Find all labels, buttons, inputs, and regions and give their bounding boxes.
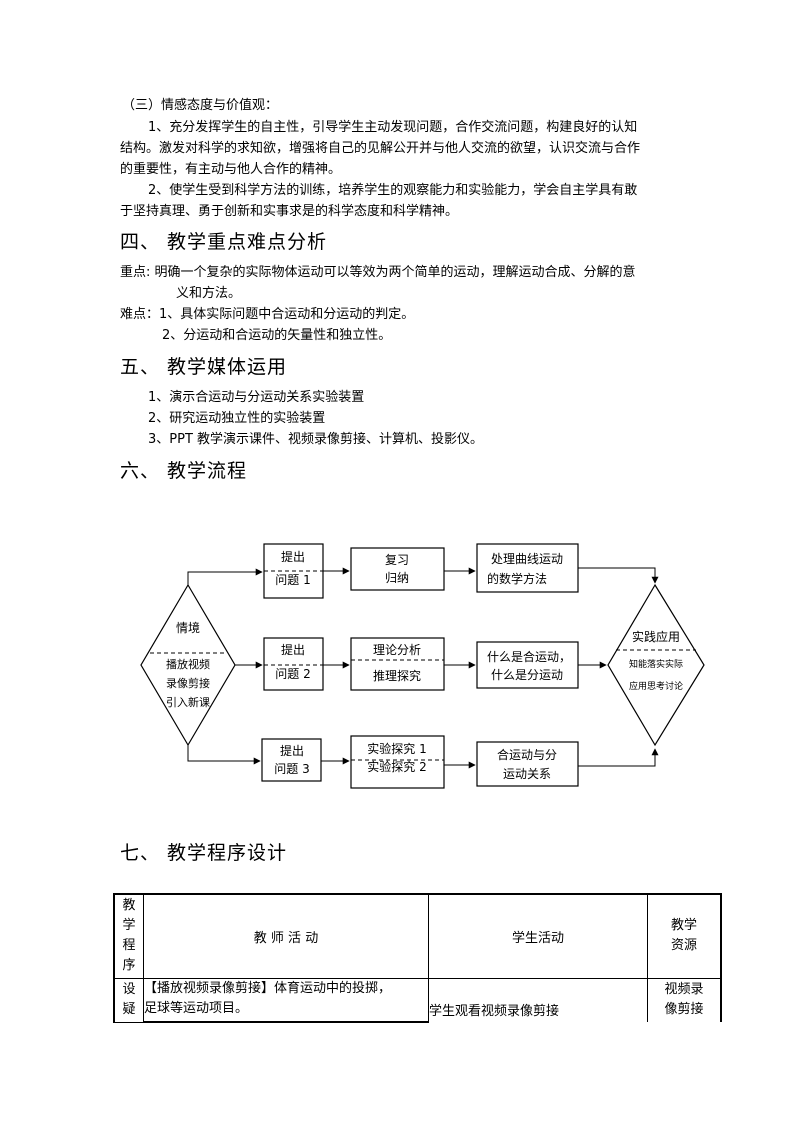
- section3-p1-line1: 1、充分发挥学生的自主性，引导学生主动发现问题，合作交流问题，构建良好的认知: [148, 120, 638, 135]
- flow-arrow-r3-end: [578, 748, 659, 767]
- row1-student: 学生观看视频录像剪接: [428, 977, 648, 1022]
- section3-p1-line2: 结构。激发对科学的求知欲，增强将自己的见解公开并与他人交流的欲望，认识交流与合作: [120, 141, 641, 156]
- table-header-row: 教 学 程 序 教 师 活 动 学生活动 教学 资源: [113, 893, 722, 979]
- row1-teacher: 【播放视频录像剪接】体育运动中的投掷， 足球等运动项目。: [143, 977, 429, 1023]
- section3-p2-line2: 于坚持真理、勇于创新和实事求是的科学态度和科学精神。: [120, 204, 459, 219]
- flow-question-3: 提出 问题 3: [261, 738, 322, 782]
- flow-middle-1: 复习 归纳: [350, 547, 445, 591]
- flow-end-line2: 应用思考讨论: [629, 680, 683, 692]
- flow-start-line1: 播放视频: [166, 657, 210, 671]
- row1-stage: 设 疑: [113, 977, 144, 1023]
- flow-end-line1: 知能落实实际: [629, 658, 683, 670]
- flow-q1-top: 提出: [281, 549, 305, 564]
- section3-heading: （三）情感态度与价值观：: [122, 98, 279, 113]
- flow-r1-top: 处理曲线运动: [491, 552, 563, 566]
- flow-m1-top: 复习: [385, 553, 409, 567]
- difficulty-line1: 难点：1、具体实际问题中合运动和分运动的判定。: [120, 307, 415, 322]
- flow-end-title: 实践应用: [632, 629, 680, 644]
- table-row: 设 疑 【播放视频录像剪接】体育运动中的投掷， 足球等运动项目。 学生观看视频录…: [113, 977, 722, 1023]
- flow-question-2: 提出 问题 2: [263, 637, 324, 691]
- flow-q3-bottom: 问题 3: [274, 762, 309, 776]
- flow-q2-bottom: 问题 2: [275, 667, 310, 681]
- flow-arrow-start-q3: [187, 745, 261, 765]
- flow-arrow-r1-end: [578, 567, 659, 584]
- media-item-1: 1、演示合运动与分运动关系实验装置: [148, 390, 365, 405]
- flow-m1-bottom: 归纳: [385, 571, 409, 585]
- key-point-line1: 重点: 明确一个复杂的实际物体运动可以等效为两个简单的运动，理解运动合成、分解的…: [120, 265, 636, 280]
- section7-heading: 七、 教学程序设计: [120, 842, 288, 864]
- flow-middle-3: 实验探究 1 实验探究 2: [350, 735, 445, 789]
- flow-middle-2: 理论分析 推理探究: [350, 637, 445, 691]
- flow-result-3: 合运动与分 运动关系: [476, 741, 579, 787]
- key-point-line2: 义和方法。: [176, 286, 242, 301]
- flow-r2-bottom: 什么是分运动: [491, 668, 563, 682]
- header-student-activity: 学生活动: [428, 893, 648, 979]
- flow-result-1: 处理曲线运动 的数学方法: [476, 543, 579, 593]
- section3-p2-line1: 2、使学生受到科学方法的训练，培养学生的观察能力和实验能力，学会自主学具有敢: [148, 183, 638, 198]
- section3-p1-line3: 的重要性，有主动与他人合作的精神。: [120, 162, 342, 177]
- flow-start-title: 情境: [176, 620, 200, 635]
- flow-question-1: 提出 问题 1: [263, 543, 324, 599]
- flow-r3-bottom: 运动关系: [503, 767, 551, 781]
- flow-r1-bottom: 的数学方法: [487, 571, 547, 586]
- section6-heading: 六、 教学流程: [120, 460, 248, 482]
- row1-resource: 视频录 像剪接: [647, 977, 722, 1022]
- media-item-2: 2、研究运动独立性的实验装置: [148, 411, 326, 426]
- teaching-program-table: 教 学 程 序 教 师 活 动 学生活动 教学 资源 设 疑 【播放视频录像剪接…: [113, 893, 722, 1023]
- flow-m2-top: 理论分析: [373, 643, 421, 657]
- flow-start-line2: 录像剪接: [166, 676, 210, 690]
- header-resource: 教学 资源: [647, 893, 722, 979]
- flow-end-diamond: 实践应用 知能落实实际 应用思考讨论: [607, 583, 705, 747]
- flow-result-2: 什么是合运动， 什么是分运动: [476, 641, 579, 689]
- teaching-flow-diagram: 情境 播放视频 录像剪接 引入新课 提出 问题 1 提出 问题 2 提出 问题 …: [140, 543, 705, 789]
- flow-arrow-start-q1: [187, 568, 263, 585]
- flow-q3-top: 提出: [280, 743, 304, 758]
- header-program: 教 学 程 序: [113, 893, 144, 979]
- section4-heading: 四、 教学重点难点分析: [120, 231, 328, 253]
- flow-start-line3: 引入新课: [166, 695, 210, 709]
- flow-m2-bottom: 推理探究: [373, 668, 421, 683]
- flow-m3-top: 实验探究 1: [367, 741, 426, 756]
- flow-start-diamond: 情境 播放视频 录像剪接 引入新课: [140, 583, 236, 747]
- flow-m3-bottom: 实验探究 2: [367, 759, 426, 774]
- header-teacher-activity: 教 师 活 动: [143, 893, 429, 979]
- difficulty-line2: 2、分运动和合运动的矢量性和独立性。: [162, 328, 392, 343]
- media-item-3: 3、PPT 教学演示课件、视频录像剪接、计算机、投影仪。: [148, 432, 484, 447]
- flow-q2-top: 提出: [281, 642, 305, 657]
- section5-heading: 五、 教学媒体运用: [120, 356, 288, 378]
- flow-r2-top: 什么是合运动，: [487, 649, 571, 664]
- flow-q1-bottom: 问题 1: [275, 573, 310, 587]
- flow-r3-top: 合运动与分: [497, 747, 557, 762]
